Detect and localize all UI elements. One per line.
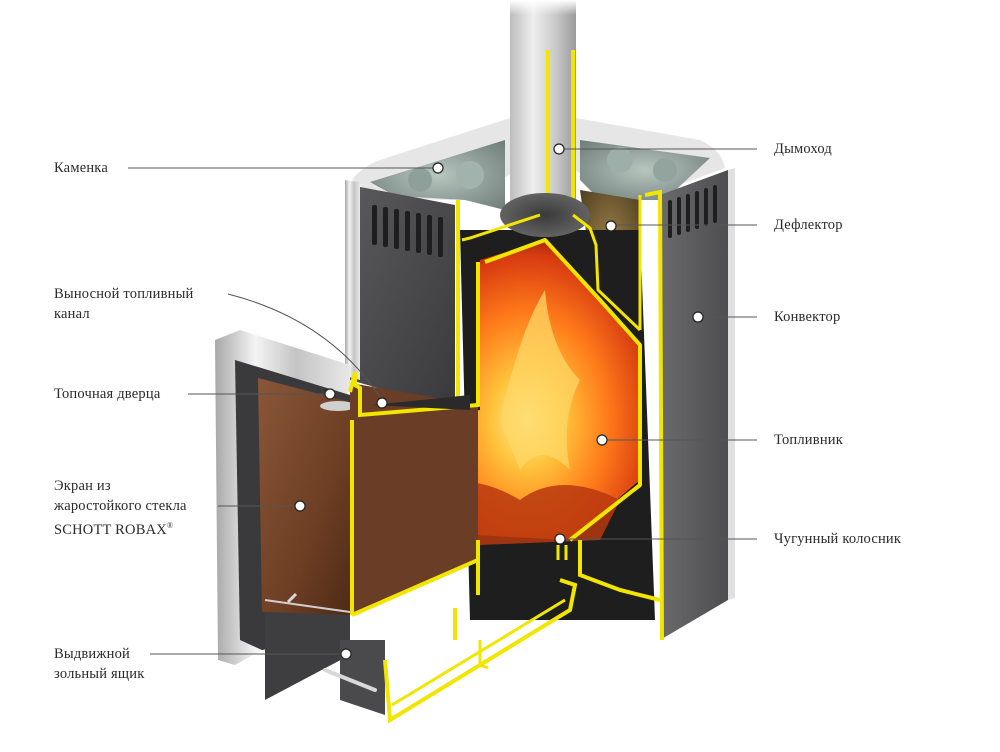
label-chimney: Дымоход	[774, 139, 832, 159]
callout-dot-firebox	[596, 434, 608, 446]
callout-dot-convector	[692, 311, 704, 323]
label-line: зольный ящик	[54, 666, 145, 682]
label-ash-drawer: Выдвижной зольный ящик	[54, 644, 144, 684]
label-grate: Чугунный колосник	[774, 529, 901, 549]
label-line: Чугунный колосник	[774, 531, 902, 547]
label-glass-screen: Экран из жаростойкого стекла SCHOTT ROBA…	[54, 476, 187, 540]
label-line: Дымоход	[774, 141, 833, 157]
grate-bars	[556, 545, 568, 560]
callout-dot-kamenka	[432, 162, 444, 174]
label-line: канал	[54, 306, 90, 322]
label-line: Выдвижной	[54, 646, 130, 662]
door-logo-badge	[320, 401, 356, 411]
label-line: Выносной топливный	[54, 286, 194, 302]
callout-dot-glass-screen	[294, 500, 306, 512]
label-line: Топочная дверца	[54, 386, 161, 402]
leader-lines	[128, 148, 757, 655]
label-kamenka: Каменка	[54, 158, 108, 178]
label-convector: Конвектор	[774, 307, 840, 327]
label-line: Конвектор	[774, 309, 841, 325]
label-line: Топливник	[774, 432, 843, 448]
label-line: Каменка	[54, 160, 108, 176]
leader-line-fuel-channel	[227, 293, 383, 401]
trademark-symbol: ®	[166, 521, 174, 530]
right-convector-panel	[660, 168, 735, 640]
callout-dot-fire-door	[324, 388, 336, 400]
left-convector-panel	[345, 180, 455, 410]
callout-dot-ash-drawer	[340, 648, 352, 660]
label-line: SCHOTT ROBAX®	[54, 521, 174, 538]
label-line: жаростойкого стекла	[54, 498, 187, 514]
fuel-channel-section	[348, 371, 480, 617]
ash-drawer-section	[265, 540, 661, 724]
callout-dot-grate	[554, 533, 566, 545]
callout-dot-fuel-channel	[376, 397, 388, 409]
callout-dot-chimney	[553, 143, 565, 155]
callout-dots	[294, 143, 704, 660]
label-line: Экран из	[54, 478, 111, 494]
label-fuel-channel: Выносной топливный канал	[54, 284, 193, 324]
callout-dot-deflector	[605, 220, 617, 232]
fire-door	[215, 330, 356, 665]
label-line: Дефлектор	[774, 217, 843, 233]
label-deflector: Дефлектор	[774, 215, 843, 235]
chimney-pipe	[505, 0, 581, 230]
label-fire-door: Топочная дверца	[54, 384, 160, 404]
label-firebox: Топливник	[774, 430, 843, 450]
